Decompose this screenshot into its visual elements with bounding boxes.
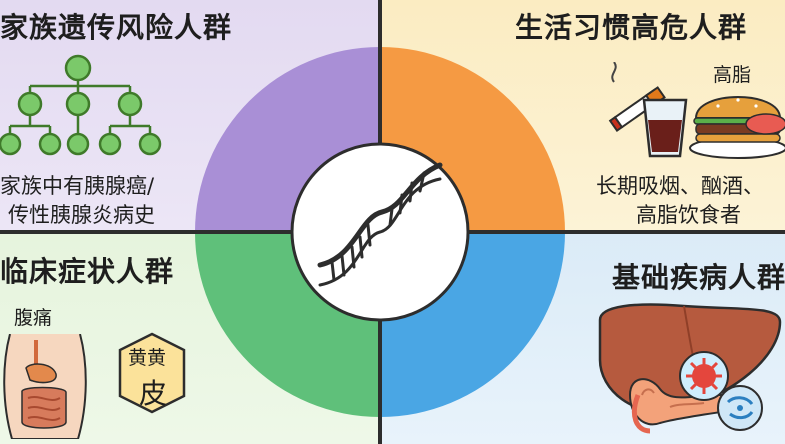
family-title: 家族遗传风险人群: [0, 11, 233, 44]
pain-label: 腹痛: [14, 307, 53, 329]
clinical-title: 临床症状人群: [0, 255, 175, 288]
burger-icon: [689, 96, 785, 159]
torso-intestines-icon: [3, 334, 87, 439]
jaundice-badge-icon: [118, 332, 186, 414]
lifestyle-title: 生活习惯高危人群: [515, 11, 748, 44]
lifestyle-text-line2: 高脂饮食者: [636, 203, 741, 227]
fat-label: 高脂: [713, 64, 752, 86]
jaundice-label: 黄黄: [128, 347, 167, 369]
cola-glass-icon: [642, 98, 688, 158]
lifestyle-text-line1: 长期吸烟、酗酒、: [596, 174, 764, 198]
cell-icon: [717, 385, 763, 431]
family-tree-icon: [0, 54, 162, 156]
pancreas-icon: [628, 378, 736, 434]
disease-title: 基础疾病人群: [612, 261, 785, 294]
dna-icon: [317, 162, 443, 287]
skin-label: 皮: [139, 377, 168, 410]
virus-icon: [679, 351, 729, 401]
family-text-line1: 家族中有胰腺癌/: [0, 174, 155, 198]
family-text-line2: 传性胰腺炎病史: [8, 203, 155, 227]
